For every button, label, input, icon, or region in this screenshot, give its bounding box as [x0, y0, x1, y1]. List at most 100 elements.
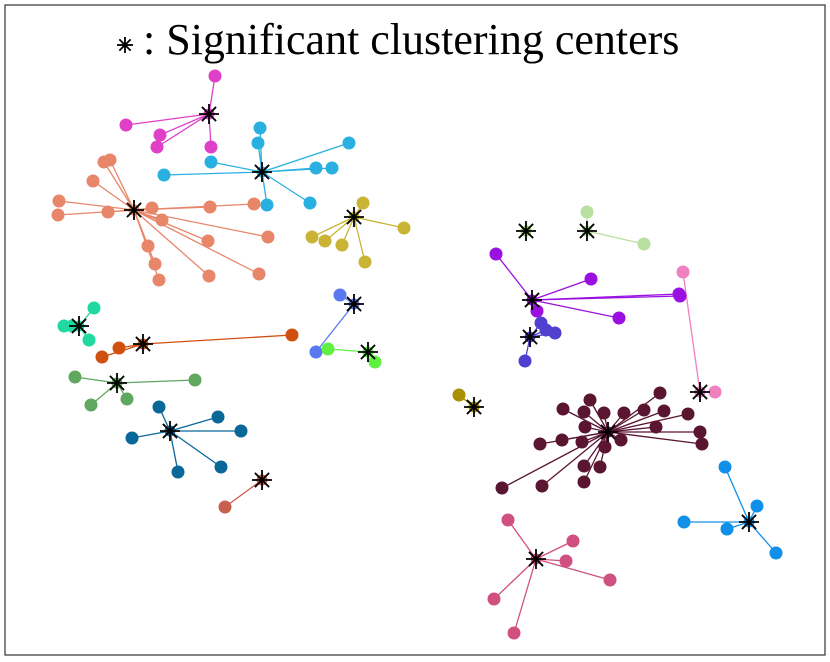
cluster-16-point-16 [598, 440, 612, 454]
cluster-14-point-0 [452, 388, 466, 402]
cluster-6-point-4 [530, 304, 544, 318]
cluster-19-point-3 [603, 573, 617, 587]
cluster-16-point-7 [653, 386, 667, 400]
cluster-17-center-asterisk-icon [252, 470, 272, 490]
cluster-16-link-5 [607, 410, 665, 433]
cluster-8-point-2 [548, 326, 562, 340]
cluster-16-point-1 [577, 405, 591, 419]
cluster-16-point-13 [693, 425, 707, 439]
cluster-6-point-1 [584, 272, 598, 286]
cluster-11-point-0 [285, 328, 299, 342]
cluster-centers [69, 104, 759, 569]
cluster-3-link-2 [311, 216, 355, 238]
cluster-7-point-0 [676, 265, 690, 279]
cluster-13-center-asterisk-icon [107, 373, 127, 393]
cluster-15-point-1 [211, 410, 225, 424]
cluster-16-point-6 [681, 407, 695, 421]
cluster-1-point-5 [309, 161, 323, 175]
cluster-1-point-1 [251, 136, 265, 150]
cluster-8-point-3 [518, 354, 532, 368]
cluster-14-center-asterisk-icon [464, 397, 484, 417]
cluster-18-point-0 [718, 460, 732, 474]
cluster-16-point-12 [649, 420, 663, 434]
cluster-6-link-3 [531, 295, 681, 301]
cluster-18-link-0 [724, 466, 750, 523]
cluster-19-point-2 [559, 554, 573, 568]
cluster-16-point-20 [495, 481, 509, 495]
cluster-0-link-1 [125, 113, 210, 126]
cluster-7-point-1 [708, 385, 722, 399]
cluster-13-link-0 [74, 376, 118, 384]
cluster-8-center-asterisk-icon [520, 327, 540, 347]
cluster-6-link-1 [531, 278, 592, 301]
cluster-19-link-5 [513, 558, 537, 634]
cluster-16-point-5 [657, 404, 671, 418]
cluster-5-link-1 [586, 230, 645, 245]
cluster-2-link-16 [133, 209, 260, 275]
cluster-2-link-15 [133, 209, 210, 277]
cluster-5-point-1 [637, 237, 651, 251]
cluster-16-link-0 [562, 408, 609, 433]
cluster-1-link-8 [261, 171, 311, 204]
cluster-13-point-3 [120, 392, 134, 406]
cluster-12-point-0 [321, 342, 335, 356]
cluster-11-link-0 [142, 334, 293, 345]
cluster-16-link-6 [607, 413, 689, 433]
cluster-3-point-3 [318, 234, 332, 248]
cluster-17-point-0 [218, 500, 232, 514]
cluster-2-point-8 [203, 200, 217, 214]
cluster-0-point-2 [153, 128, 167, 142]
cluster-1-center-asterisk-icon [252, 162, 272, 182]
cluster-12-center-asterisk-icon [358, 342, 378, 362]
cluster-5-center-asterisk-icon [577, 221, 597, 241]
cluster-16-point-9 [555, 433, 569, 447]
cluster-10-point-1 [309, 345, 323, 359]
cluster-16-point-11 [575, 435, 589, 449]
cluster-18-point-1 [750, 499, 764, 513]
cluster-3-point-4 [335, 238, 349, 252]
cluster-links [57, 75, 777, 634]
cluster-13-point-2 [84, 398, 98, 412]
cluster-17-link-0 [224, 479, 263, 508]
cluster-19-point-1 [566, 534, 580, 548]
cluster-7-center-asterisk-icon [690, 382, 710, 402]
cluster-2-link-3 [58, 200, 135, 211]
cluster-2-point-11 [201, 234, 215, 248]
cluster-2-point-9 [247, 197, 261, 211]
cluster-12-point-1 [368, 355, 382, 369]
cluster-16-point-2 [597, 406, 611, 420]
cluster-15-point-2 [234, 424, 248, 438]
cluster-2-point-7 [155, 213, 169, 227]
cluster-2-point-5 [101, 205, 115, 219]
cluster-19-point-0 [501, 513, 515, 527]
cluster-16-point-21 [577, 475, 591, 489]
cluster-19-link-3 [535, 558, 611, 581]
cluster-6-point-0 [489, 247, 503, 261]
cluster-0-point-3 [150, 140, 164, 154]
cluster-16-link-17 [583, 431, 609, 467]
cluster-19-point-4 [487, 592, 501, 606]
cluster-6-point-3 [673, 289, 687, 303]
cluster-0-point-0 [208, 69, 222, 83]
cluster-13-point-1 [188, 373, 202, 387]
cluster-16-point-8 [578, 420, 592, 434]
cluster-1-point-3 [204, 155, 218, 169]
cluster-19-point-5 [507, 626, 521, 640]
cluster-2-link-11 [133, 209, 209, 242]
legend-marker-asterisk [117, 37, 133, 53]
cluster-16-point-22 [583, 393, 597, 407]
cluster-16-link-19 [541, 431, 609, 487]
cluster-18-point-4 [769, 546, 783, 560]
cluster-15-link-1 [169, 416, 219, 432]
cluster-1-link-4 [163, 171, 263, 176]
cluster-6-point-5 [612, 311, 626, 325]
cluster-16-point-17 [577, 459, 591, 473]
cluster-0-point-4 [204, 140, 218, 154]
cluster-1-point-7 [260, 198, 274, 212]
cluster-2-point-10 [261, 230, 275, 244]
cluster-2-link-0 [109, 159, 135, 211]
cluster-15-center-asterisk-icon [160, 421, 180, 441]
cluster-3-link-5 [353, 216, 366, 263]
cluster-16-link-10 [539, 431, 609, 445]
